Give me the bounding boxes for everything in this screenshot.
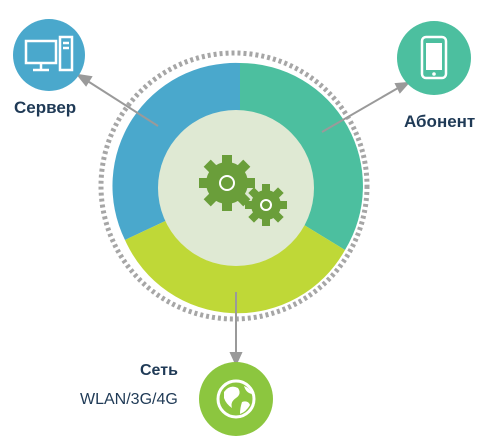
connector-network — [229, 292, 243, 367]
smartphone-icon — [420, 35, 448, 80]
connector-subscriber — [321, 81, 411, 133]
dotted-outer-ring — [98, 50, 370, 322]
server-node — [13, 19, 85, 91]
gears-icon — [199, 155, 287, 226]
network-sublabel: WLAN/3G/4G — [80, 391, 178, 408]
desktop-computer-icon — [24, 35, 74, 72]
network-node — [199, 362, 273, 436]
subscriber-label: Абонент — [404, 112, 476, 131]
globe-icon — [216, 379, 256, 419]
server-label: Сервер — [14, 98, 77, 117]
connector-server — [75, 73, 159, 127]
subscriber-node — [397, 21, 471, 95]
network-label: Сеть — [140, 362, 178, 379]
